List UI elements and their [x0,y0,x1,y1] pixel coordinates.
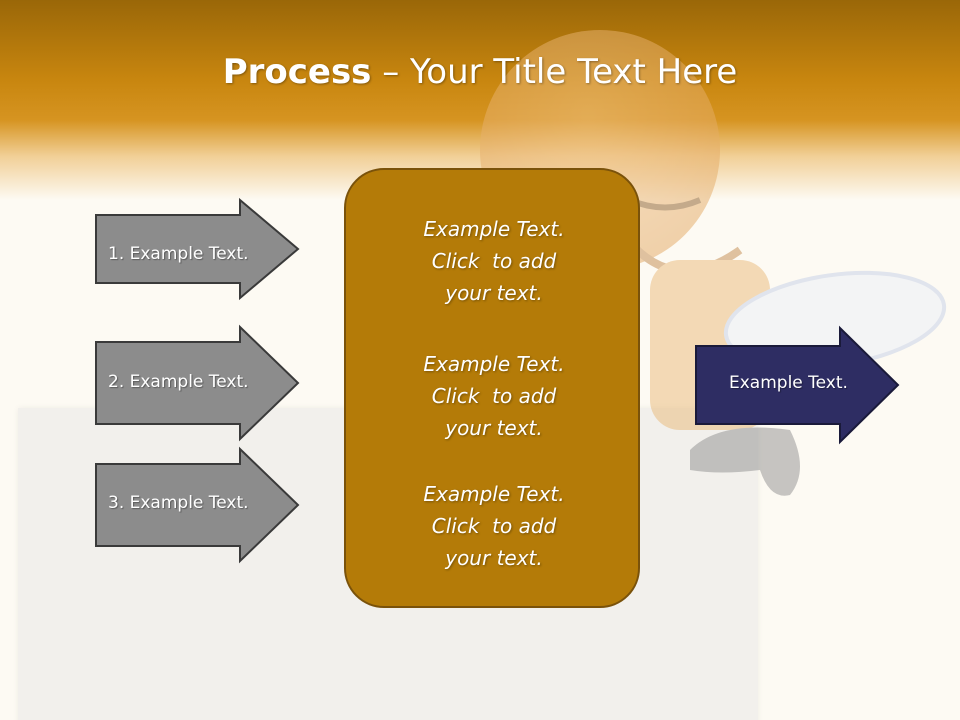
center-block-1-line-1: Example Text. [423,217,565,241]
input-arrow-1-label: 1. Example Text. [108,244,249,264]
center-block-3-line-3: your text. [445,546,543,570]
title-bold: Process [222,52,372,92]
input-arrow-3-label: 3. Example Text. [108,493,249,513]
center-block-2-line-1: Example Text. [423,352,565,376]
center-block-3-line-1: Example Text. [423,482,565,506]
center-block-3-line-2: Click to add [431,514,557,538]
center-block-1-line-2: Click to add [431,249,557,273]
center-block-3: Example Text. Click to add your text. [346,478,642,574]
output-arrow [695,325,900,445]
slide-title: Process – Your Title Text Here [0,52,960,92]
input-arrow-2-label: 2. Example Text. [108,372,249,392]
input-arrow-1 [95,197,300,301]
center-block-2-line-3: your text. [445,416,543,440]
input-arrow-3 [95,446,300,564]
center-block-1-line-3: your text. [445,281,543,305]
center-block-2-line-2: Click to add [431,384,557,408]
center-block-2: Example Text. Click to add your text. [346,348,642,444]
output-arrow-label: Example Text. [729,373,848,393]
center-block-1: Example Text. Click to add your text. [346,213,642,309]
title-rest: – Your Title Text Here [371,52,738,92]
center-text-box: Example Text. Click to add your text. Ex… [344,168,640,608]
input-arrow-2 [95,324,300,442]
header-band [0,0,960,200]
